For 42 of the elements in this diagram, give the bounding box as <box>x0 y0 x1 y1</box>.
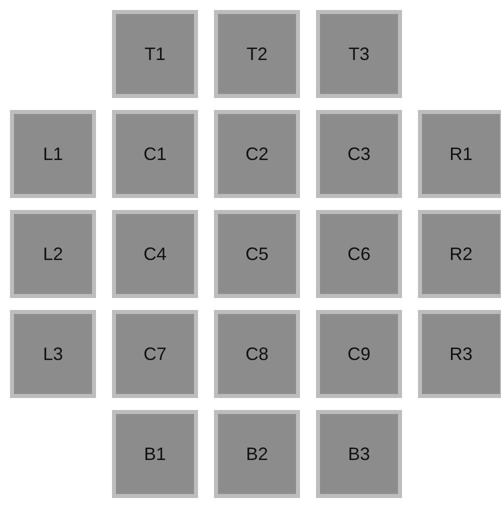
tile-label: C5 <box>244 244 270 265</box>
square-tile <box>214 210 300 298</box>
square-tile <box>214 310 300 398</box>
tile-label: C8 <box>244 344 270 365</box>
square-tile <box>418 210 501 298</box>
tile-label: C2 <box>244 144 270 165</box>
square-tile <box>316 210 402 298</box>
square-tile <box>214 410 300 498</box>
tile-label: T2 <box>245 44 268 65</box>
tile-label: C9 <box>346 344 372 365</box>
tile-label: R2 <box>448 244 474 265</box>
tile-label: C1 <box>142 144 168 165</box>
square-tile <box>316 310 402 398</box>
tile-label: B2 <box>244 444 270 465</box>
tile-label: R1 <box>448 144 474 165</box>
tile-label: B1 <box>142 444 168 465</box>
square-tile <box>112 10 198 98</box>
square-tile <box>112 110 198 198</box>
square-tile <box>10 110 96 198</box>
square-tile <box>112 310 198 398</box>
tile-label: T3 <box>347 44 370 65</box>
tile-label: C6 <box>346 244 372 265</box>
square-tile <box>316 110 402 198</box>
tile-label: C3 <box>346 144 372 165</box>
tile-label: B3 <box>346 444 372 465</box>
square-tile <box>316 10 402 98</box>
square-tile <box>112 410 198 498</box>
tile-label: L3 <box>42 344 64 365</box>
tile-label: L1 <box>42 144 64 165</box>
square-tile <box>316 410 402 498</box>
tile-label: C4 <box>142 244 168 265</box>
square-tile <box>214 110 300 198</box>
tile-label: L2 <box>42 244 64 265</box>
tile-label: T1 <box>143 44 166 65</box>
tile-label: C7 <box>142 344 168 365</box>
square-tile <box>418 110 501 198</box>
square-tile <box>10 210 96 298</box>
square-tile <box>112 210 198 298</box>
square-tile <box>214 10 300 98</box>
square-tile <box>418 310 501 398</box>
square-tile <box>10 310 96 398</box>
tile-label: R3 <box>448 344 474 365</box>
